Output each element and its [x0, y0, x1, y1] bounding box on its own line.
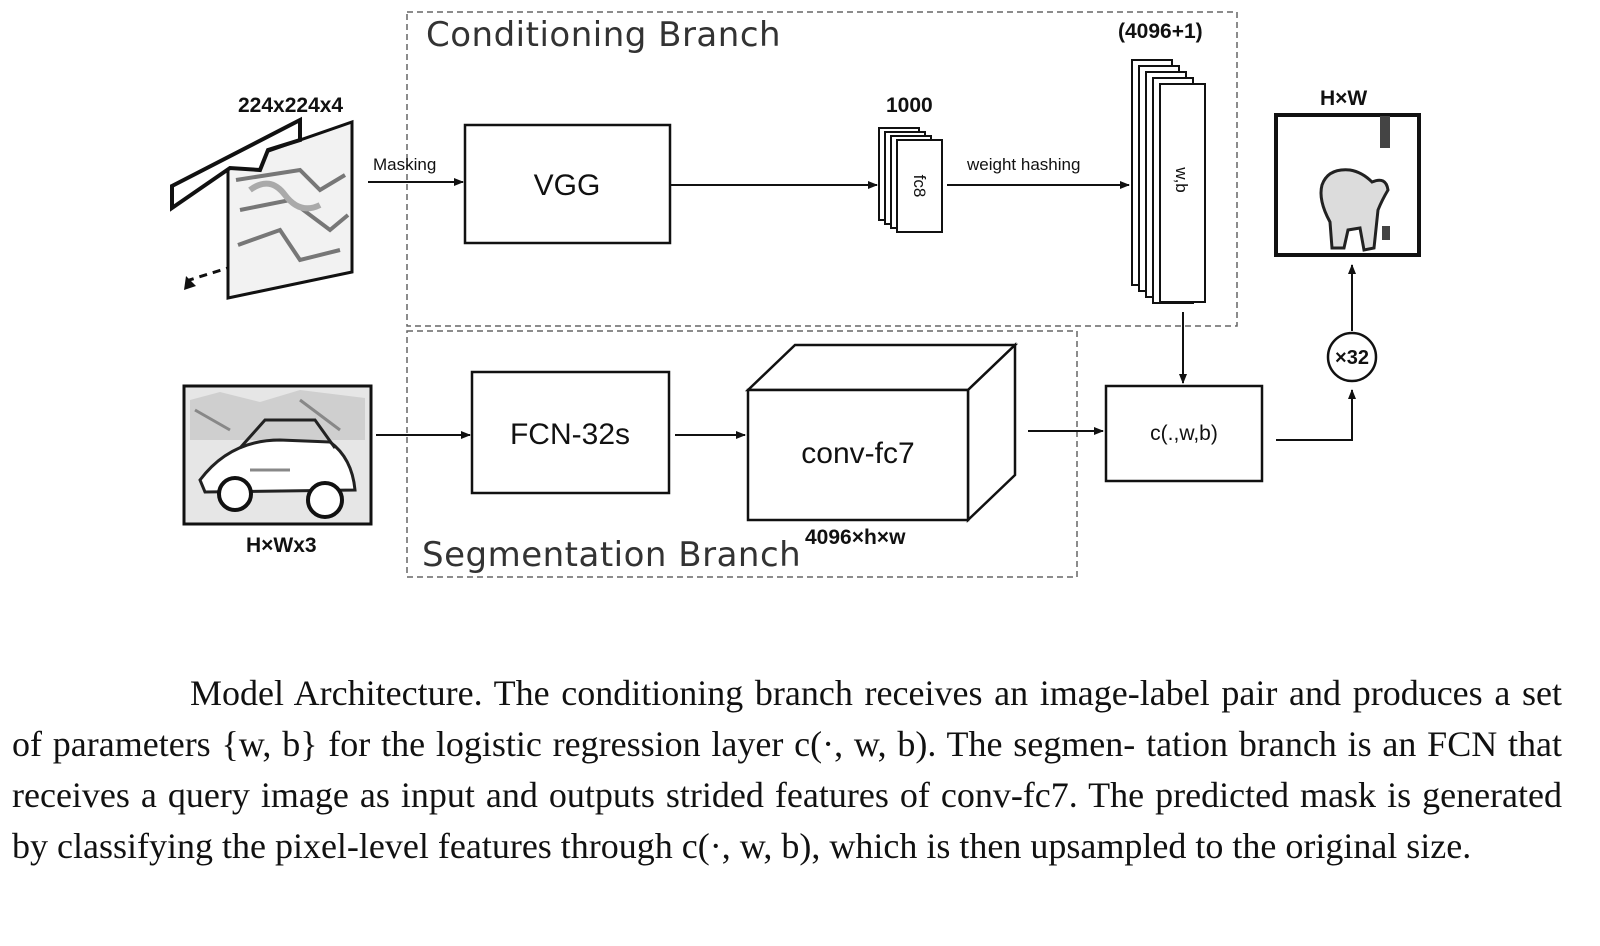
conv-fc7-dims: 4096×h×w: [805, 526, 906, 549]
output-mask-dims: H×W: [1320, 87, 1367, 110]
classifier-box: [1104, 384, 1264, 483]
wb-dims: (4096+1): [1118, 20, 1203, 43]
weight-hashing-label: weight hashing: [966, 155, 1080, 174]
caption-line-1: Model Architecture. The conditioning bra…: [190, 673, 1342, 713]
figure-caption: Model Architecture. The conditioning bra…: [12, 668, 1562, 872]
masking-label: Masking: [373, 155, 436, 174]
conditioning-branch-region: [406, 11, 1238, 327]
fcn-box: [470, 370, 671, 495]
caption-line-5: c(·, w, b), which is then upsampled to t…: [681, 826, 1472, 866]
conv-fc7-label: conv-fc7: [801, 437, 914, 470]
segmentation-branch-title: Segmentation Branch: [422, 535, 801, 575]
vgg-box: [463, 123, 672, 245]
vgg-label: VGG: [534, 169, 601, 202]
classifier-label: c(.,w,b): [1150, 422, 1218, 445]
upsample-circle: [1326, 331, 1378, 383]
output-mask: [1274, 113, 1421, 257]
query-image: [182, 384, 373, 526]
support-input-dims: 224x224x4: [238, 94, 343, 117]
conditioning-branch-title: Conditioning Branch: [426, 15, 781, 55]
architecture-diagram: Conditioning Branch Segmentation Branch …: [170, 11, 1421, 578]
wb-label: w,b: [1172, 166, 1191, 193]
caption-line-2: produces a set of parameters {w, b} for …: [12, 673, 1562, 764]
query-input-dims: H×Wx3: [246, 534, 317, 557]
caption-line-3: tation branch is an FCN that receives a …: [12, 724, 1562, 815]
conv-fc7-cuboid: [744, 342, 1019, 523]
upsample-label: ×32: [1335, 347, 1369, 369]
caption-line-4: conv-fc7. The predicted mask is generate…: [12, 775, 1562, 866]
support-image-pair: [170, 116, 354, 300]
fc8-stack: [878, 127, 943, 233]
fcn-label: FCN-32s: [510, 418, 630, 451]
wb-stack: [1131, 59, 1206, 304]
fc8-dims: 1000: [886, 94, 933, 117]
fc8-label: fc8: [910, 175, 929, 198]
classifier-to-upsample-arrow: [1276, 389, 1356, 441]
segmentation-branch-region: [406, 330, 1078, 578]
